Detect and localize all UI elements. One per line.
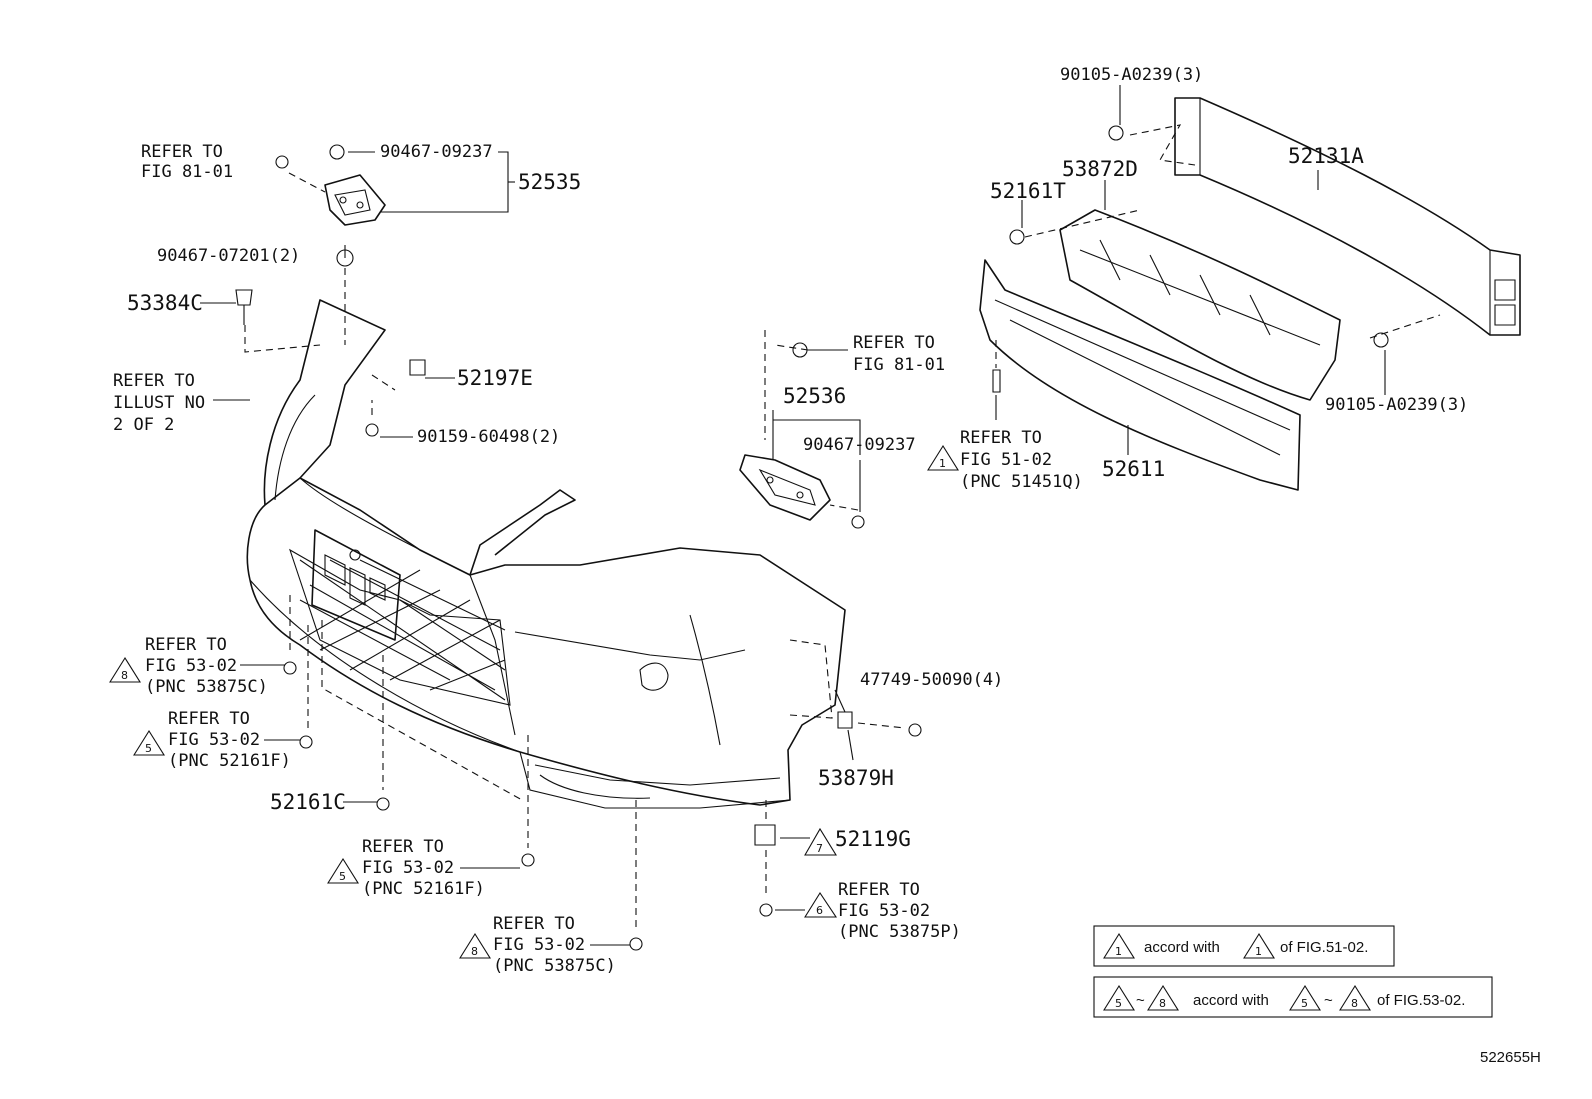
svg-text:of FIG.51-02.: of FIG.51-02. [1280,939,1368,956]
refer-fig51-line3: (PNC 51451Q) [960,472,1083,492]
refer-5b-line3: (PNC 52161F) [362,879,485,899]
svg-text:1: 1 [939,457,946,470]
refer-5a-line1: REFER TO [168,709,250,729]
leader-lines [200,85,1386,946]
refer-fig81-mid-line2: FIG 81-01 [853,355,945,375]
svg-text:8: 8 [1159,997,1166,1010]
triangle-markers: 1 8 5 5 8 7 6 [109,444,959,959]
legend-row-1: 1 accord with 1 of FIG.51-02. [1093,925,1395,967]
pn-52536: 52536 [783,384,846,408]
legend-row-2: 5 ~ 8 accord with 5 ~ 8 of FIG.53-02. [1093,976,1493,1018]
refer-5b-line1: REFER TO [362,837,444,857]
bracket-52535-drawing [324,174,386,226]
refer-8a-line1: REFER TO [145,635,227,655]
refer-illust-line3: 2 OF 2 [113,415,174,435]
pn-53872D: 53872D [1062,157,1138,181]
refer-6-line1: REFER TO [838,880,920,900]
triangle-marker-1: 1 [927,444,959,471]
refer-6-line2: FIG 53-02 [838,901,930,921]
refer-8b-line3: (PNC 53875C) [493,956,616,976]
refer-fig51-line1: REFER TO [960,428,1042,448]
svg-text:1: 1 [1115,945,1122,958]
absorber-53872D-drawing [1059,209,1341,401]
svg-text:of FIG.53-02.: of FIG.53-02. [1377,992,1465,1009]
pn-90159-60498: 90159-60498(2) [417,427,560,447]
pn-90105-top: 90105-A0239(3) [1060,65,1203,85]
refer-5a-line3: (PNC 52161F) [168,751,291,771]
pn-52611: 52611 [1102,457,1165,481]
svg-text:~: ~ [1324,992,1333,1009]
fasteners-drawing [235,125,1389,951]
refer-fig81-top-line2: FIG 81-01 [141,162,233,182]
svg-text:7: 7 [816,842,823,855]
svg-text:8: 8 [1351,997,1358,1010]
refer-5a-line2: FIG 53-02 [168,730,260,750]
triangle-marker-6: 6 [804,891,838,918]
triangle-marker-5b: 5 [327,857,359,884]
refer-illust-line1: REFER TO [113,371,195,391]
svg-text:accord with: accord with [1144,939,1220,956]
refer-8a-line2: FIG 53-02 [145,656,237,676]
part-labels: REFER TO FIG 81-01 90467-09237 52535 904… [113,65,1468,976]
legend: 1 accord with 1 of FIG.51-02. 5 ~ 8 acco… [1093,925,1493,1018]
pn-52535: 52535 [518,170,581,194]
drawing-code: 522655H [1480,1049,1541,1066]
refer-fig51-line2: FIG 51-02 [960,450,1052,470]
pn-53879H: 53879H [818,766,894,790]
pn-53384C: 53384C [127,291,203,315]
pn-90105-right: 90105-A0239(3) [1325,395,1468,415]
pn-52161C: 52161C [270,790,346,814]
triangle-marker-8a: 8 [109,656,141,683]
refer-8a-line3: (PNC 53875C) [145,677,268,697]
refer-6-line3: (PNC 53875P) [838,922,961,942]
svg-text:5: 5 [1115,997,1122,1010]
triangle-marker-8b: 8 [459,932,491,959]
refer-8b-line1: REFER TO [493,914,575,934]
svg-text:5: 5 [145,742,152,755]
refer-fig81-mid-line1: REFER TO [853,333,935,353]
triangle-marker-7: 7 [804,827,837,856]
svg-text:8: 8 [121,669,128,682]
svg-text:5: 5 [339,870,346,883]
assembly-lines [244,124,1441,930]
pn-90467-09237-top: 90467-09237 [380,142,493,162]
refer-illust-line2: ILLUST NO [113,393,205,413]
refer-fig81-top-line1: REFER TO [141,142,223,162]
pn-47749-50090: 47749-50090(4) [860,670,1003,690]
svg-text:6: 6 [816,904,823,917]
reinforcement-52131A-drawing [1174,97,1521,336]
svg-text:~: ~ [1136,992,1145,1009]
svg-text:8: 8 [471,945,478,958]
pn-90467-07201: 90467-07201(2) [157,246,300,266]
svg-text:1: 1 [1255,945,1262,958]
bracket-52536-drawing [739,454,831,521]
svg-text:accord with: accord with [1193,992,1269,1009]
triangle-marker-5a: 5 [133,729,165,756]
svg-text:5: 5 [1301,997,1308,1010]
refer-8b-line2: FIG 53-02 [493,935,585,955]
refer-5b-line2: FIG 53-02 [362,858,454,878]
pn-52161T: 52161T [990,179,1066,203]
absorber-52611-drawing [979,259,1301,491]
bumper-cover-drawing [246,299,846,809]
pn-52197E: 52197E [457,366,533,390]
pn-52131A: 52131A [1288,144,1364,168]
pn-90467-09237-mid: 90467-09237 [803,435,916,455]
pn-52119G: 52119G [835,827,911,851]
